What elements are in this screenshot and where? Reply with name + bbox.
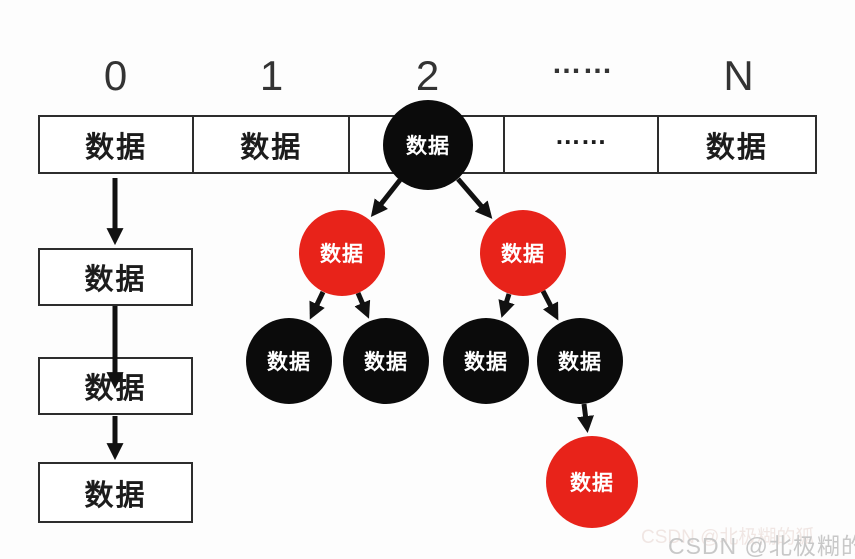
tree-node-red-leaf: 数据 (546, 436, 638, 528)
array-cell-n: 数据 (705, 131, 768, 164)
edge-left-red-to-black-lr (354, 292, 371, 319)
edge-right-red-to-black-rl (498, 293, 515, 318)
index-label-1: 1 (259, 52, 284, 99)
tree-node-left-red: 数据 (299, 210, 385, 296)
list-node-2: 数据 (38, 462, 193, 523)
tree-node-black-lr: 数据 (343, 318, 429, 404)
watermark-echo: CSDN @北极糊的狐 (641, 527, 815, 548)
list-node-0: 数据 (38, 248, 193, 306)
tree-node-black-ll: 数据 (246, 318, 332, 404)
edge-right-red-to-black-rr (540, 289, 559, 321)
tree-node-root: 数据 (383, 100, 473, 190)
tree-node-black-rl: 数据 (443, 318, 529, 404)
edge-root-to-right-red (456, 177, 493, 219)
tree-node-black-rr: 数据 (537, 318, 623, 404)
edge-left-red-to-black-ll (309, 290, 326, 320)
list-node-1: 数据 (38, 357, 193, 415)
ellipsis-text: …… (554, 120, 607, 150)
watermark-text: CSDN @北极糊的狐 (668, 533, 855, 559)
array-cell-0: 数据 (40, 117, 195, 172)
edge-black-rr-to-red-leaf (577, 403, 594, 434)
index-label-ellipsis: …… (505, 47, 660, 102)
array-cell-2 (350, 117, 505, 172)
index-label-0: 0 (103, 52, 128, 99)
edge-root-to-left-red (370, 178, 402, 218)
index-label-row: 0 1 2 …… N (38, 47, 817, 102)
array-cell-ellipsis: …… (505, 117, 659, 172)
tree-node-right-red: 数据 (480, 210, 566, 296)
ellipsis-text: …… (551, 47, 614, 80)
index-label-2: 2 (415, 52, 440, 99)
index-label-n: N (723, 52, 754, 99)
array-cell-1: 数据 (194, 117, 351, 172)
